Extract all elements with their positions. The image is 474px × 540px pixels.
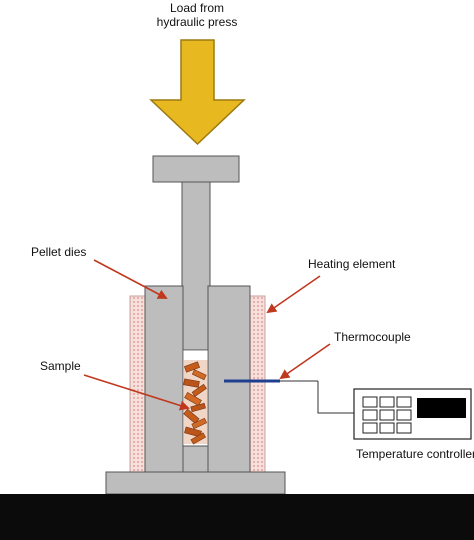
pellet-die-left	[144, 285, 184, 473]
sample-piece	[191, 383, 207, 397]
heating-element-label: Heating element	[308, 257, 396, 271]
load-label-line2: hydraulic press	[157, 15, 238, 29]
pellet-dies-label: Pellet dies	[31, 245, 86, 259]
sample-piece	[191, 369, 207, 381]
sample	[183, 360, 208, 445]
pellet-die-right	[207, 285, 251, 473]
punch-rod	[181, 181, 211, 351]
heating-element-left	[129, 295, 146, 473]
lower-punch	[182, 445, 209, 473]
thermocouple-pointer	[279, 343, 331, 380]
sample-piece	[190, 402, 206, 413]
sample-piece	[183, 408, 200, 424]
heating-element-right	[249, 295, 266, 473]
sample-label: Sample	[40, 359, 81, 373]
sample-piece	[190, 432, 206, 445]
sample-piece	[183, 378, 200, 388]
sample-piece	[184, 361, 200, 373]
sample-piece	[184, 391, 202, 407]
sample-pointer	[83, 374, 190, 411]
base-slab	[0, 494, 474, 540]
thermocouple-label: Thermocouple	[334, 330, 411, 344]
temperature-controller-label: Temperature controller	[356, 447, 474, 461]
load-arrow	[149, 39, 246, 146]
load-label-line1: Load from	[170, 1, 224, 15]
controller-keypad	[362, 396, 412, 434]
pellet-dies-pointer	[93, 259, 168, 299]
heating-element-pointer	[266, 275, 321, 314]
sample-piece	[191, 417, 208, 430]
controller-display	[417, 398, 466, 418]
press-base	[105, 471, 286, 495]
punch-head	[152, 155, 240, 183]
thermocouple-cable	[317, 381, 354, 414]
